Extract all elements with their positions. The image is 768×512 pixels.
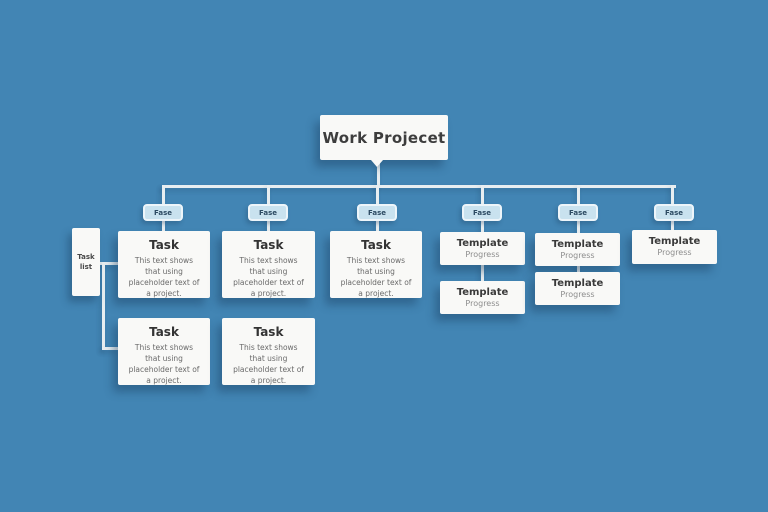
mini-card-subtitle: Progress [560,289,595,299]
phase-pill-label: Fase [568,208,587,217]
phase-pill-6: Fase [654,204,694,221]
connector-sidebox-down [102,262,105,350]
phase-pill-label: Fase [472,208,491,217]
task-card-3: Task This text shows that using placehol… [330,231,422,298]
task-card-row2-1: Task This text shows that using placehol… [118,318,210,385]
mini-card-subtitle: Progress [560,250,595,260]
phase-pill-1: Fase [143,204,183,221]
task-card-body: This text shows that using placeholder t… [128,343,200,385]
mini-card-4b: Template Progress [440,281,525,314]
connector-bus [162,185,676,188]
mini-card-title: Template [456,286,509,298]
mini-card-subtitle: Progress [465,249,500,259]
task-card-title: Task [253,238,284,252]
mini-card-title: Template [648,236,701,248]
mini-card-5b: Template Progress [535,272,620,305]
phase-pill-label: Fase [153,208,172,217]
mini-card-6a: Template Progress [632,230,717,264]
root-node-label: Work Projecet [322,128,446,147]
phase-pill-label: Fase [367,208,386,217]
mini-card-subtitle: Progress [657,248,692,258]
task-card-title: Task [253,325,284,339]
task-card-2: Task This text shows that using placehol… [222,231,315,298]
mini-card-title: Template [456,237,509,249]
task-card-body: This text shows that using placeholder t… [340,256,412,298]
task-card-1: Task This text shows that using placehol… [118,231,210,298]
root-node-pointer [371,160,383,167]
phase-pill-2: Fase [248,204,288,221]
side-box-line2: list [79,263,93,271]
task-card-body: This text shows that using placeholder t… [128,256,200,298]
task-card-body: This text shows that using placeholder t… [233,343,304,385]
task-card-row2-2: Task This text shows that using placehol… [222,318,315,385]
connector-sidebox-row2 [102,347,118,350]
side-box-line1: Task [77,252,95,261]
phase-pill-label: Fase [258,208,277,217]
connector-root-stem [377,160,380,186]
connector-col4-stack [481,265,484,281]
mini-card-5a: Template Progress [535,233,620,266]
mini-card-subtitle: Progress [465,298,500,308]
root-node: Work Projecet [320,115,448,160]
phase-pill-5: Fase [558,204,598,221]
mini-card-4a: Template Progress [440,232,525,265]
mini-card-title: Template [551,238,604,250]
task-card-title: Task [361,238,391,252]
connector-sidebox-right [100,262,118,265]
phase-pill-4: Fase [462,204,502,221]
side-box: Task list [72,228,100,296]
connector-col5-stack [577,264,580,272]
phase-pill-label: Fase [664,208,683,217]
task-card-title: Task [149,238,179,252]
phase-pill-3: Fase [357,204,397,221]
mini-card-title: Template [551,277,604,289]
task-card-body: This text shows that using placeholder t… [233,256,304,298]
task-card-title: Task [149,325,179,339]
